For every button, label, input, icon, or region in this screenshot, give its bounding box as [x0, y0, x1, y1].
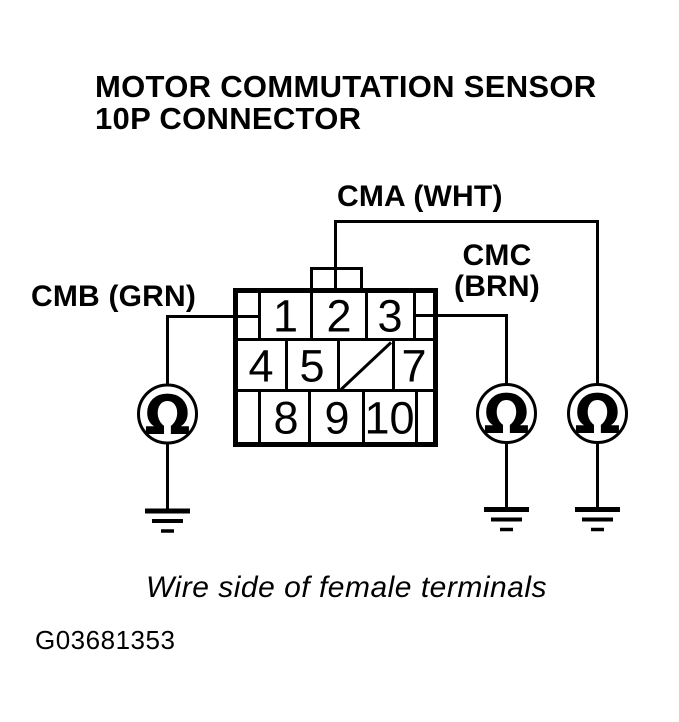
pin-10-label: 10 [364, 392, 415, 444]
pin-1-label: 1 [272, 290, 299, 342]
cmb-ohmmeter-symbol: Ω [144, 384, 191, 447]
cmc-ohmmeter-symbol: Ω [483, 383, 530, 446]
figure-id: G03681353 [35, 625, 176, 655]
pin-9-label: 9 [324, 392, 350, 444]
connector-grid [238, 291, 433, 443]
cmb-ground-icon [145, 508, 190, 533]
pin-2-label: 2 [326, 290, 352, 342]
pin-5-label: 5 [299, 340, 325, 392]
diagram-caption: Wire side of female terminals [146, 571, 548, 604]
cma-wire [334, 220, 599, 386]
cmc-wire-label: CMC (BRN) [444, 240, 550, 302]
cma-ohmmeter-symbol: Ω [574, 383, 621, 446]
cmb-ohmmeter-circle [137, 383, 198, 445]
pin-4-label: 4 [248, 340, 274, 392]
pin-8-label: 8 [273, 392, 299, 444]
pin-7-label: 7 [401, 340, 427, 392]
cma-wire-label: CMA (WHT) [337, 180, 503, 213]
cma-ground-icon [575, 507, 620, 532]
pin-3-label: 3 [377, 290, 403, 342]
cmc-wire-label-line1: CMC [462, 239, 532, 272]
cmc-wire [413, 314, 508, 385]
diagram-title-line1: MOTOR COMMUTATION SENSOR [95, 69, 597, 104]
cmc-wire-label-line2: (BRN) [454, 270, 540, 303]
cmc-ohmmeter-circle [476, 383, 537, 444]
connector-outline [233, 288, 438, 447]
diagram-title-line2: 10P CONNECTOR [95, 101, 362, 136]
cmb-wire-label: CMB (GRN) [31, 280, 197, 313]
cma-ohmmeter-circle [567, 383, 628, 444]
missing-pin-slash-icon [339, 341, 393, 391]
cmb-wire [166, 315, 259, 386]
cmc-ground-icon [484, 507, 529, 532]
